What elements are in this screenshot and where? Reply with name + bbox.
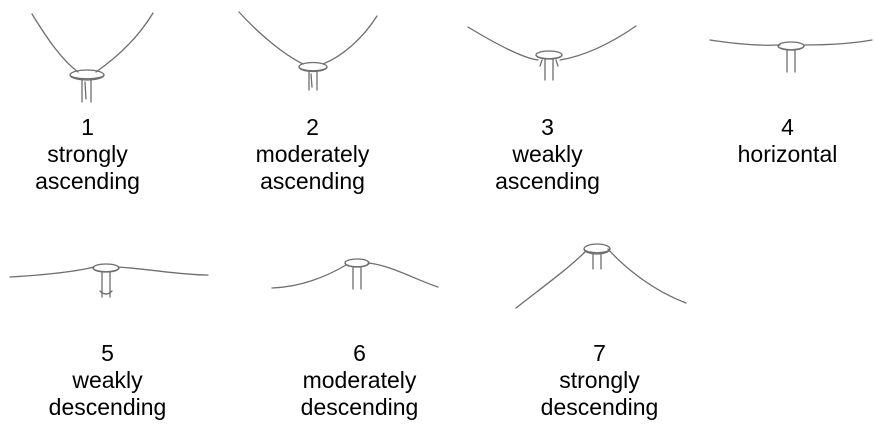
- item-label-line1: strongly: [559, 367, 640, 393]
- item-label-line1: strongly: [47, 141, 128, 167]
- item-label-line2: ascending: [35, 168, 140, 194]
- item-number: 2: [306, 114, 319, 140]
- item-label-line1: weakly: [72, 367, 143, 393]
- item-number: 6: [353, 340, 366, 366]
- item-label-line1: horizontal: [737, 141, 838, 167]
- item-label-line1: moderately: [302, 367, 417, 393]
- strongly-ascending-branch-sketch: [31, 12, 154, 103]
- panel-horizontal: 4 horizontal: [700, 0, 875, 210]
- strongly-descending-branch-sketch: [515, 243, 687, 309]
- caption-weakly-ascending: 3 weakly ascending: [460, 114, 635, 195]
- panel-weakly-ascending: 3 weakly ascending: [460, 0, 650, 210]
- caption-strongly-ascending: 1 strongly ascending: [0, 114, 175, 195]
- caption-moderately-ascending: 2 moderately ascending: [225, 114, 400, 195]
- item-label-line2: ascending: [260, 168, 365, 194]
- caption-moderately-descending: 6 moderately descending: [272, 340, 447, 421]
- item-number: 5: [101, 340, 114, 366]
- item-number: 7: [593, 340, 606, 366]
- item-label-line1: moderately: [255, 141, 370, 167]
- moderately-descending-branch-sketch: [271, 258, 439, 290]
- item-label-line2: descending: [48, 394, 167, 420]
- item-number: 1: [81, 114, 94, 140]
- panel-moderately-ascending: 2 moderately ascending: [225, 0, 405, 210]
- caption-weakly-descending: 5 weakly descending: [20, 340, 195, 421]
- item-label-line1: weakly: [512, 141, 583, 167]
- panel-strongly-ascending: 1 strongly ascending: [0, 0, 170, 210]
- item-label-line2: descending: [540, 394, 659, 420]
- panel-weakly-descending: 5 weakly descending: [0, 225, 220, 434]
- item-label-line2: ascending: [495, 168, 600, 194]
- horizontal-branch-sketch: [709, 39, 873, 73]
- panel-moderately-descending: 6 moderately descending: [260, 225, 460, 434]
- caption-horizontal: 4 horizontal: [700, 114, 875, 168]
- caption-strongly-descending: 7 strongly descending: [512, 340, 687, 421]
- weakly-ascending-branch-sketch: [467, 25, 637, 81]
- item-label-line2: descending: [300, 394, 419, 420]
- item-number: 3: [541, 114, 554, 140]
- moderately-ascending-branch-sketch: [238, 11, 378, 91]
- panel-strongly-descending: 7 strongly descending: [500, 225, 700, 434]
- weakly-descending-branch-sketch: [9, 263, 209, 298]
- item-number: 4: [781, 114, 794, 140]
